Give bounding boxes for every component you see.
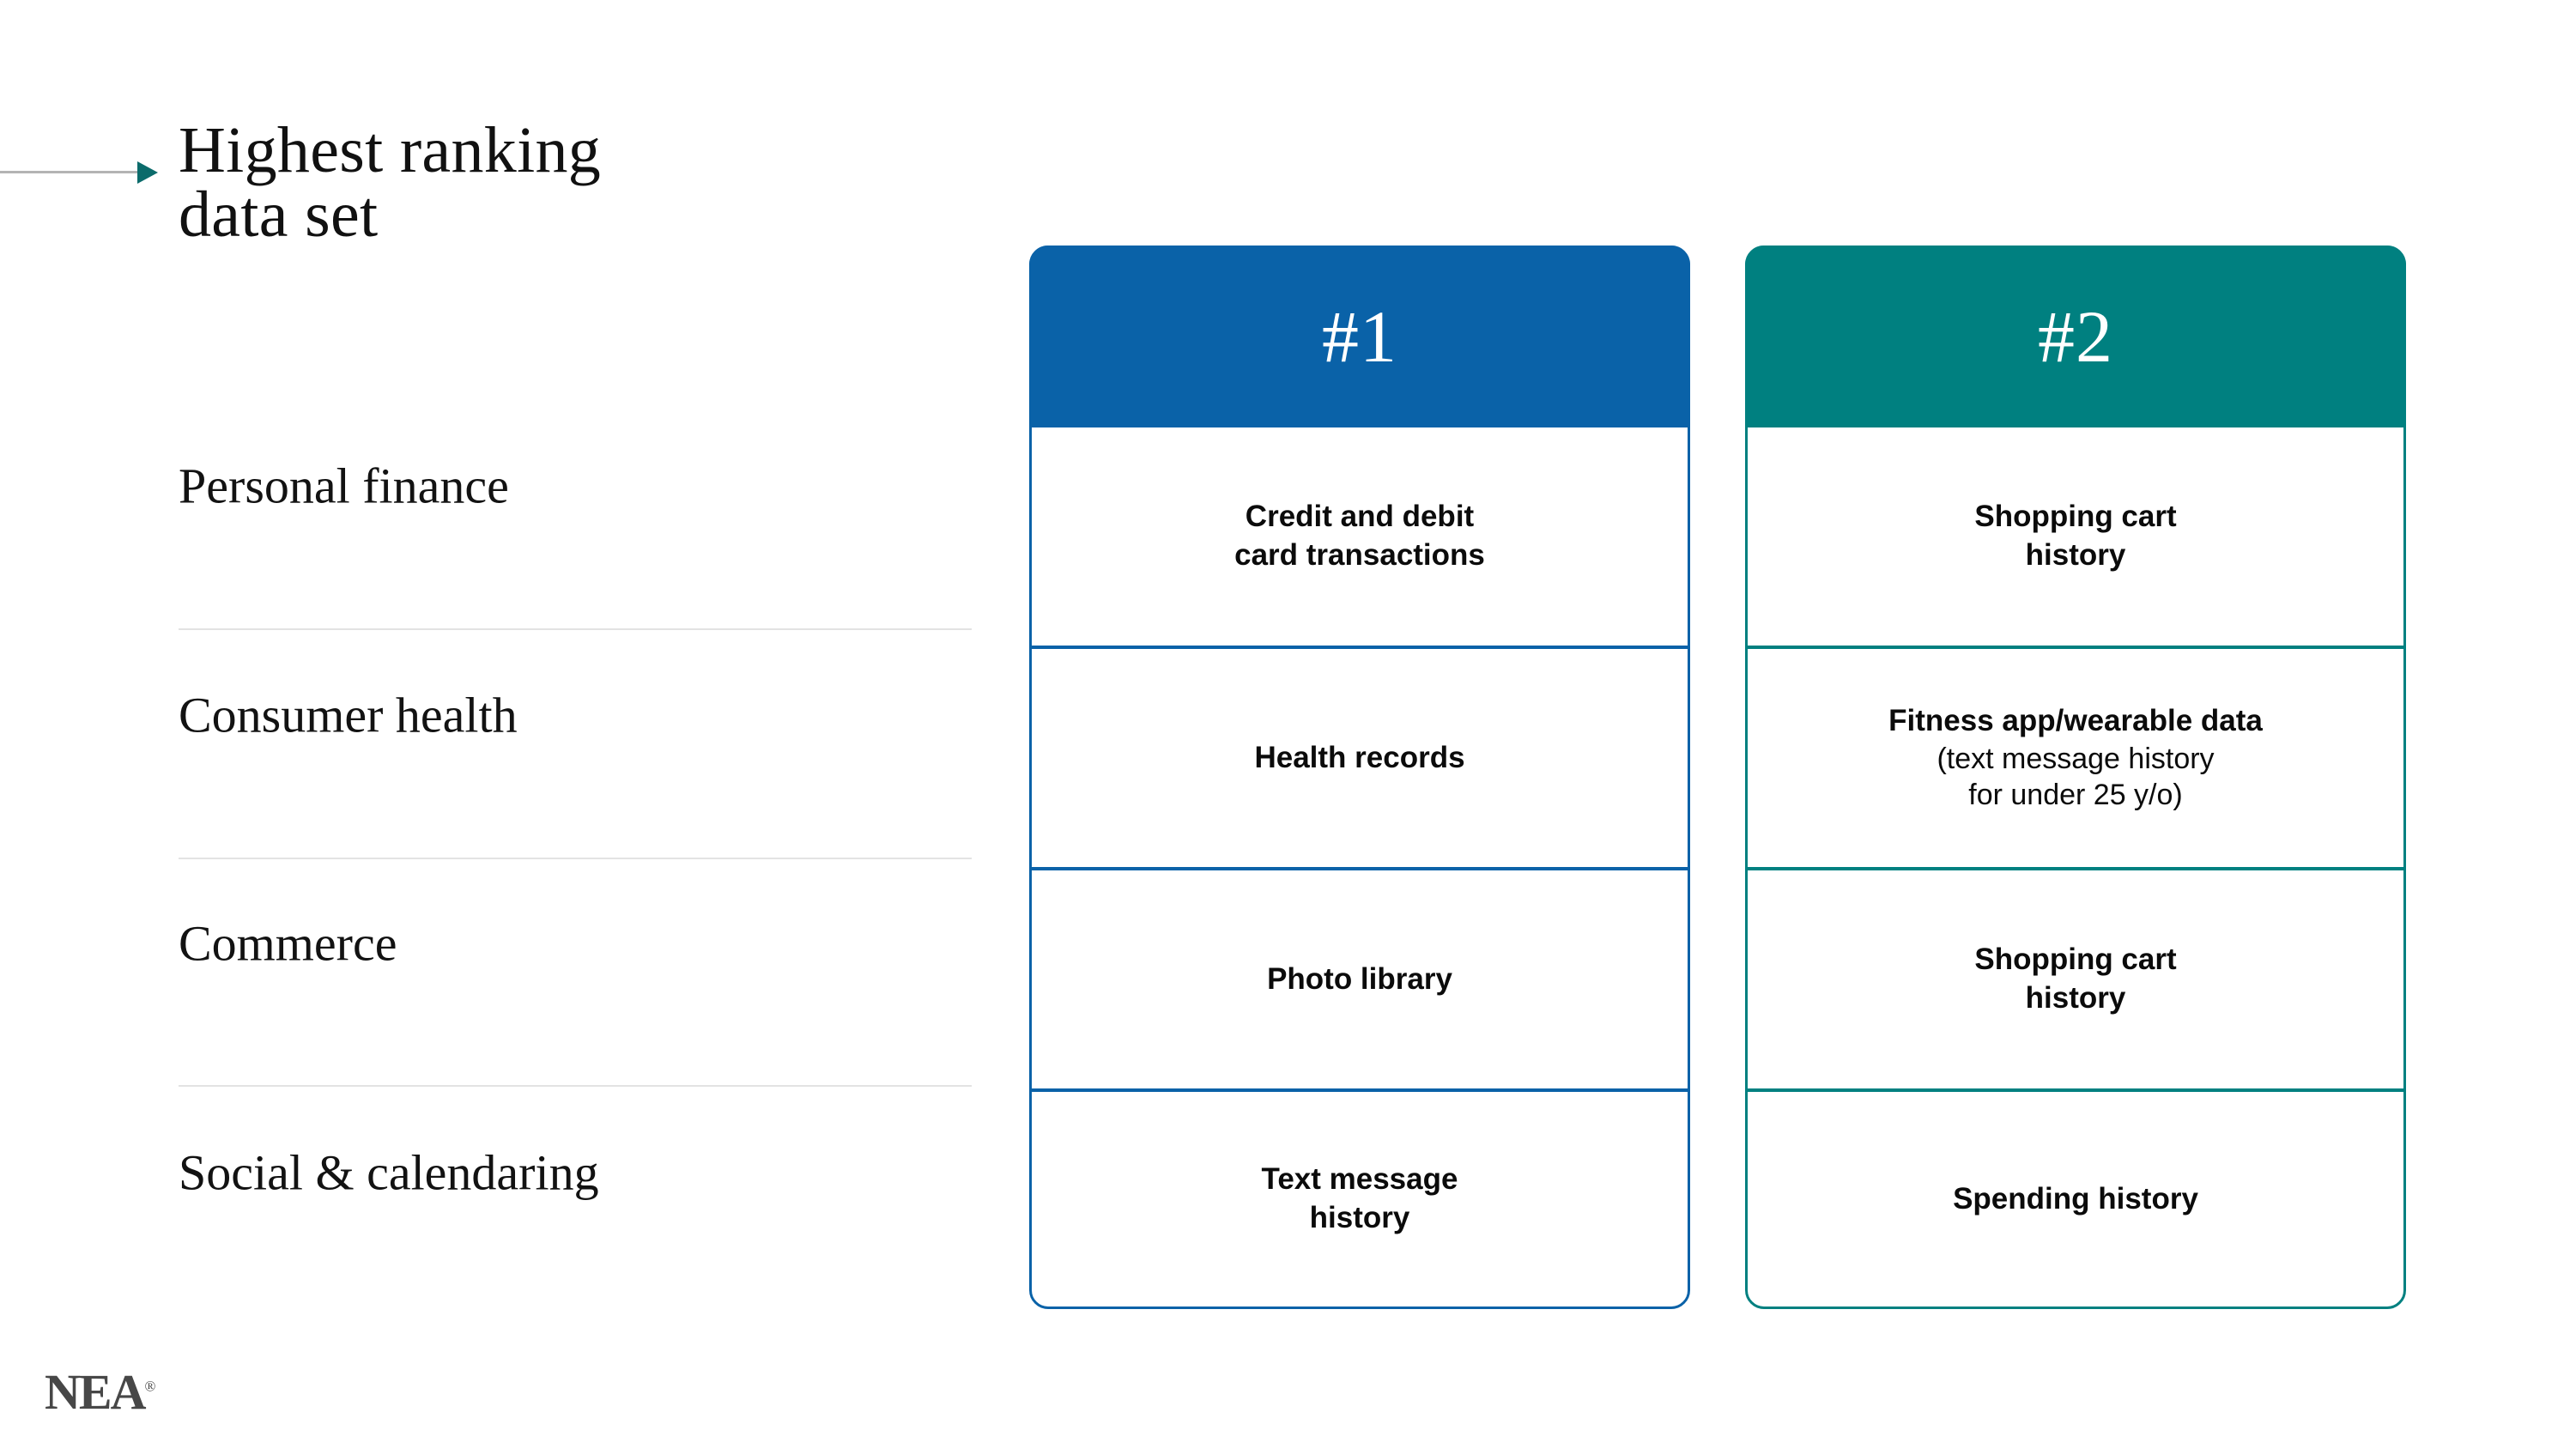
data-set-card[interactable]: Health records [1032, 649, 1688, 867]
nea-logo-text: NEA [45, 1364, 146, 1420]
page-title-line-2: data set [179, 179, 379, 252]
category-divider [179, 628, 972, 630]
cell-separator [1032, 867, 1688, 870]
data-set-label: Fitness app/wearable data (text message … [1854, 702, 2297, 813]
rank-label: #1 [1322, 295, 1397, 378]
rank-label: #2 [2038, 295, 2113, 378]
arrow-line [0, 171, 148, 173]
data-set-label: Photo library [1267, 961, 1452, 996]
category-label: Commerce [179, 915, 397, 972]
rank-column-2-header: #2 [1745, 246, 2406, 427]
category-divider [179, 858, 972, 859]
data-set-card[interactable]: Fitness app/wearable data (text message … [1748, 649, 2403, 867]
cell-separator [1748, 1088, 2403, 1092]
data-set-label: Health records [1254, 740, 1465, 774]
data-set-label: Spending history [1953, 1181, 2198, 1216]
arrow-head-icon [137, 161, 158, 184]
data-set-card[interactable]: Spending history [1748, 1092, 2403, 1307]
rank-column-1-header: #1 [1029, 246, 1690, 427]
page-title: Highest ranking data set [179, 118, 951, 247]
page-title-line-1: Highest ranking [179, 114, 602, 186]
category-label: Social & calendaring [179, 1144, 599, 1201]
category-label: Personal finance [179, 458, 509, 514]
cell-separator [1748, 867, 2403, 870]
cell-separator [1032, 646, 1688, 649]
category-divider [179, 1085, 972, 1087]
data-set-label-main: Fitness app/wearable data [1888, 704, 2263, 738]
cell-separator [1032, 1088, 1688, 1092]
registered-trademark-icon: ® [144, 1378, 156, 1395]
title-pointer-arrow [0, 161, 172, 184]
cell-separator [1748, 646, 2403, 649]
category-label: Consumer health [179, 687, 518, 743]
data-set-card[interactable]: Photo library [1032, 870, 1688, 1088]
nea-logo: NEA® [45, 1363, 155, 1421]
